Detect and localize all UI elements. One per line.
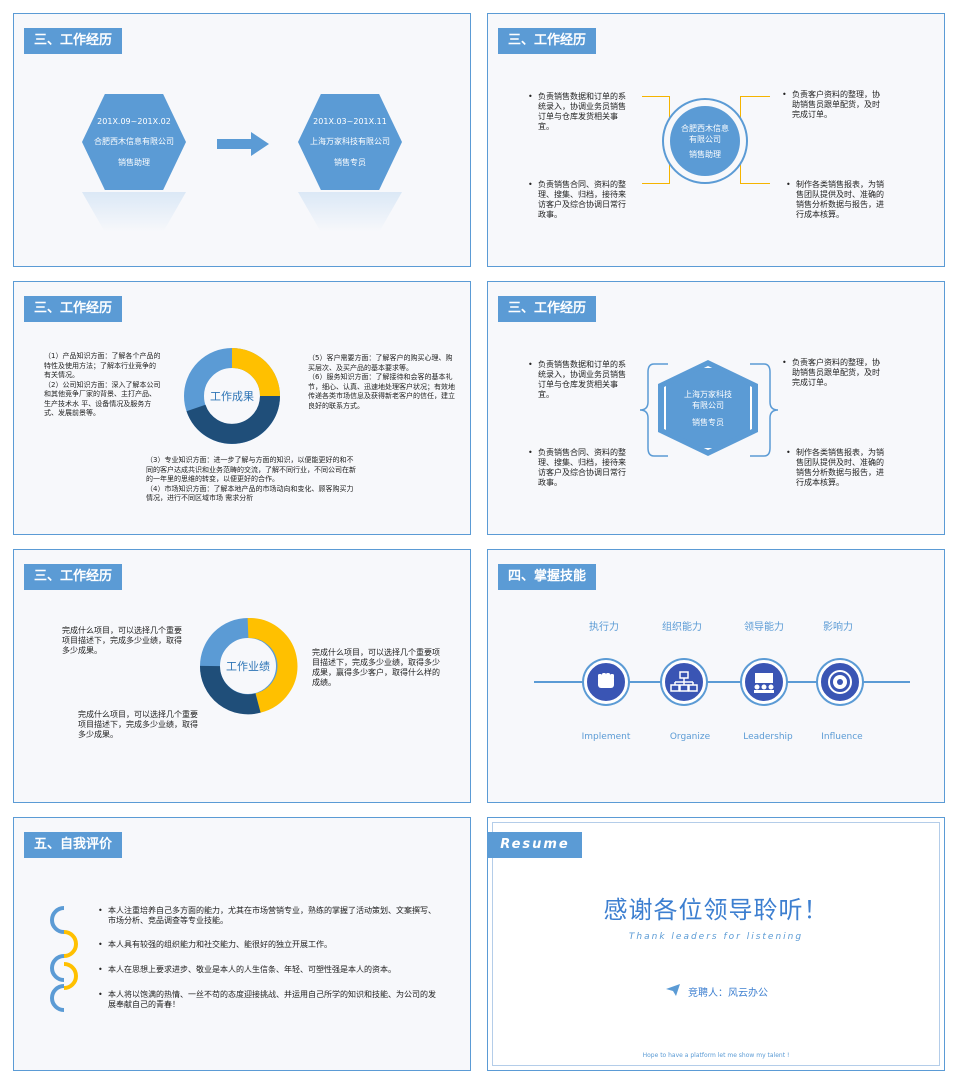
duty-text: 制作各类销售报表，为销售团队提供及时、准确的销售分析数据与报告，进行成本核算。: [786, 448, 886, 488]
resume-badge: Resume: [488, 832, 582, 858]
section-header: 三、工作经历: [24, 28, 123, 54]
paper-plane-icon: [666, 984, 680, 996]
evaluation-item: 本人具有较强的组织能力和社交能力、能很好的独立开展工作。: [98, 940, 440, 950]
skill-label: 影响力: [823, 622, 853, 633]
donut-label: 工作业绩: [226, 660, 270, 673]
slide-work-performance: 三、工作经历 完成什么项目，可以选择几个重要项目描述下，完成多少业绩，取得多少成…: [13, 549, 471, 803]
section-header: 五、自我评价: [24, 832, 123, 858]
skill-english: Influence: [821, 732, 863, 742]
results-donut-chart: [184, 348, 280, 444]
evaluation-item: 本人在思想上要求进步、敬业是本人的人生信条、年轻、可塑性强是本人的资本。: [98, 965, 440, 975]
performance-text: 完成什么项目，可以选择几个重要项目描述下，完成多少业绩，取得多少成果，赢得多少客…: [312, 648, 440, 687]
slide-thank-you: Resume 感谢各位领导聆听！ Thank leaders for liste…: [487, 817, 945, 1071]
knowledge-text-bottom: （3）专业知识方面：进一步了解与方面的知识，以便能更好的和不同的客户达成共识和业…: [146, 456, 356, 502]
performance-text: 完成什么项目，可以选择几个重要项目描述下，完成多少业绩，取得多少成果。: [78, 710, 198, 739]
skill-label: 组织能力: [662, 622, 702, 633]
job-hexagon-2: 201X.03~201X.11 上海万家科技有限公司 销售专员: [298, 94, 402, 190]
slide-work-results: 三、工作经历 （1）产品知识方面：了解各个产品的特性及使用方法；了解本行业竞争的…: [13, 281, 471, 535]
job-hexagon-1: 201X.09~201X.02 合肥西木信息有限公司 销售助理: [82, 94, 186, 190]
influence-icon: [818, 660, 862, 704]
skill-english: Organize: [669, 732, 711, 742]
company-name: 合肥西木信息有限公司: [681, 123, 729, 144]
skills-line: [534, 681, 910, 683]
brace-right: [750, 363, 779, 457]
slide-job-duties-2: 三、工作经历 负责销售数据和订单的系统录入，协调业务员销售订单与仓库发货相关事宜…: [487, 281, 945, 535]
role-name: 销售助理: [689, 149, 721, 159]
brace-left: [639, 363, 668, 457]
org-chart-icon: [662, 660, 706, 704]
performance-text: 完成什么项目，可以选择几个重要项目描述下，完成多少业绩，取得多少成果。: [62, 626, 182, 655]
section-header: 三、工作经历: [24, 296, 123, 322]
inner-frame: [492, 822, 940, 1066]
company-hexagon-inner: 上海万家科技有限公司 销售专员: [664, 366, 752, 450]
duty-text: 制作各类销售报表，为销售团队提供及时、准确的销售分析数据与报告，进行成本核算。: [786, 180, 886, 220]
company-name: 上海万家科技有限公司: [684, 389, 732, 410]
section-header: 三、工作经历: [498, 296, 597, 322]
performance-donut-chart: [199, 618, 298, 715]
skill-english: Leadership: [743, 732, 793, 742]
chain-decoration-icon: [50, 906, 78, 1012]
company-circle: 合肥西木信息有限公司销售助理: [662, 98, 748, 184]
job-date: 201X.09~201X.02: [97, 116, 171, 126]
evaluation-item: 本人注重培养自己多方面的能力，尤其在市场营销专业，熟练的掌握了活动策划、文案撰写…: [98, 906, 440, 926]
company-circle-inner: 合肥西木信息有限公司销售助理: [670, 106, 740, 176]
slide-skills: 四、掌握技能 执行力 Implement 组织能力 Organize 领导能力 …: [487, 549, 945, 803]
section-header: 三、工作经历: [498, 28, 597, 54]
duty-text: 负责销售合同、资料的整理、搜集、归档，接待来访客户及综合协调日常行政事。: [528, 448, 628, 488]
job-date: 201X.03~201X.11: [313, 116, 387, 126]
job-company: 合肥西木信息有限公司: [94, 136, 174, 146]
job-role: 销售专员: [334, 157, 366, 167]
skill-label: 执行力: [589, 622, 619, 633]
hexagon-reflection: [298, 192, 402, 232]
duty-text: 负责客户资料的整理，协助销售员跟单配货，及时完成订单。: [782, 358, 882, 388]
duty-text: 负责客户资料的整理，协助销售员跟单配货，及时完成订单。: [782, 90, 882, 120]
duty-text: 负责销售数据和订单的系统录入，协调业务员销售订单与仓库发货相关事宜。: [528, 360, 628, 400]
skill-label: 领导能力: [744, 622, 784, 633]
arrow-right-icon: [217, 132, 269, 156]
hexagon-reflection: [82, 192, 186, 232]
section-header: 三、工作经历: [24, 564, 123, 590]
slide-work-experience-timeline: 三、工作经历 201X.09~201X.02 合肥西木信息有限公司 销售助理 2…: [13, 13, 471, 267]
footer-text: Hope to have a platform let me show my t…: [642, 1052, 790, 1059]
fist-icon: [584, 660, 628, 704]
slide-self-evaluation: 五、自我评价 本人注重培养自己多方面的能力，尤其在市场营销专业，熟练的掌握了活动…: [13, 817, 471, 1071]
section-header: 四、掌握技能: [498, 564, 597, 590]
skill-english: Implement: [581, 732, 631, 742]
knowledge-text-right: （5）客户需要方面：了解客户的购买心理、购买层次、及买产品的基本要求等。 （6）…: [308, 354, 455, 410]
donut-label: 工作成果: [210, 390, 254, 403]
meeting-icon: [742, 660, 786, 704]
evaluation-item: 本人将以饱满的热情、一丝不苟的态度迎接挑战、并运用自己所学的知识和技能、为公司的…: [98, 990, 440, 1010]
thank-you-subtitle: Thank leaders for listening: [628, 932, 804, 942]
thank-you-title: 感谢各位领导聆听！: [603, 896, 829, 924]
duty-text: 负责销售数据和订单的系统录入，协调业务员销售订单与仓库发货相关事宜。: [528, 92, 628, 132]
job-role: 销售助理: [118, 157, 150, 167]
role-name: 销售专员: [692, 417, 724, 427]
presenter: 竞聘人：风云办公: [688, 988, 768, 999]
knowledge-text-left: （1）产品知识方面：了解各个产品的特性及使用方法；了解本行业竞争的有关情况。 （…: [44, 352, 161, 417]
duty-text: 负责销售合同、资料的整理、搜集、归档，接待来访客户及综合协调日常行政事。: [528, 180, 628, 220]
job-company: 上海万家科技有限公司: [310, 136, 390, 146]
slide-job-duties-1: 三、工作经历 负责销售数据和订单的系统录入，协调业务员销售订单与仓库发货相关事宜…: [487, 13, 945, 267]
